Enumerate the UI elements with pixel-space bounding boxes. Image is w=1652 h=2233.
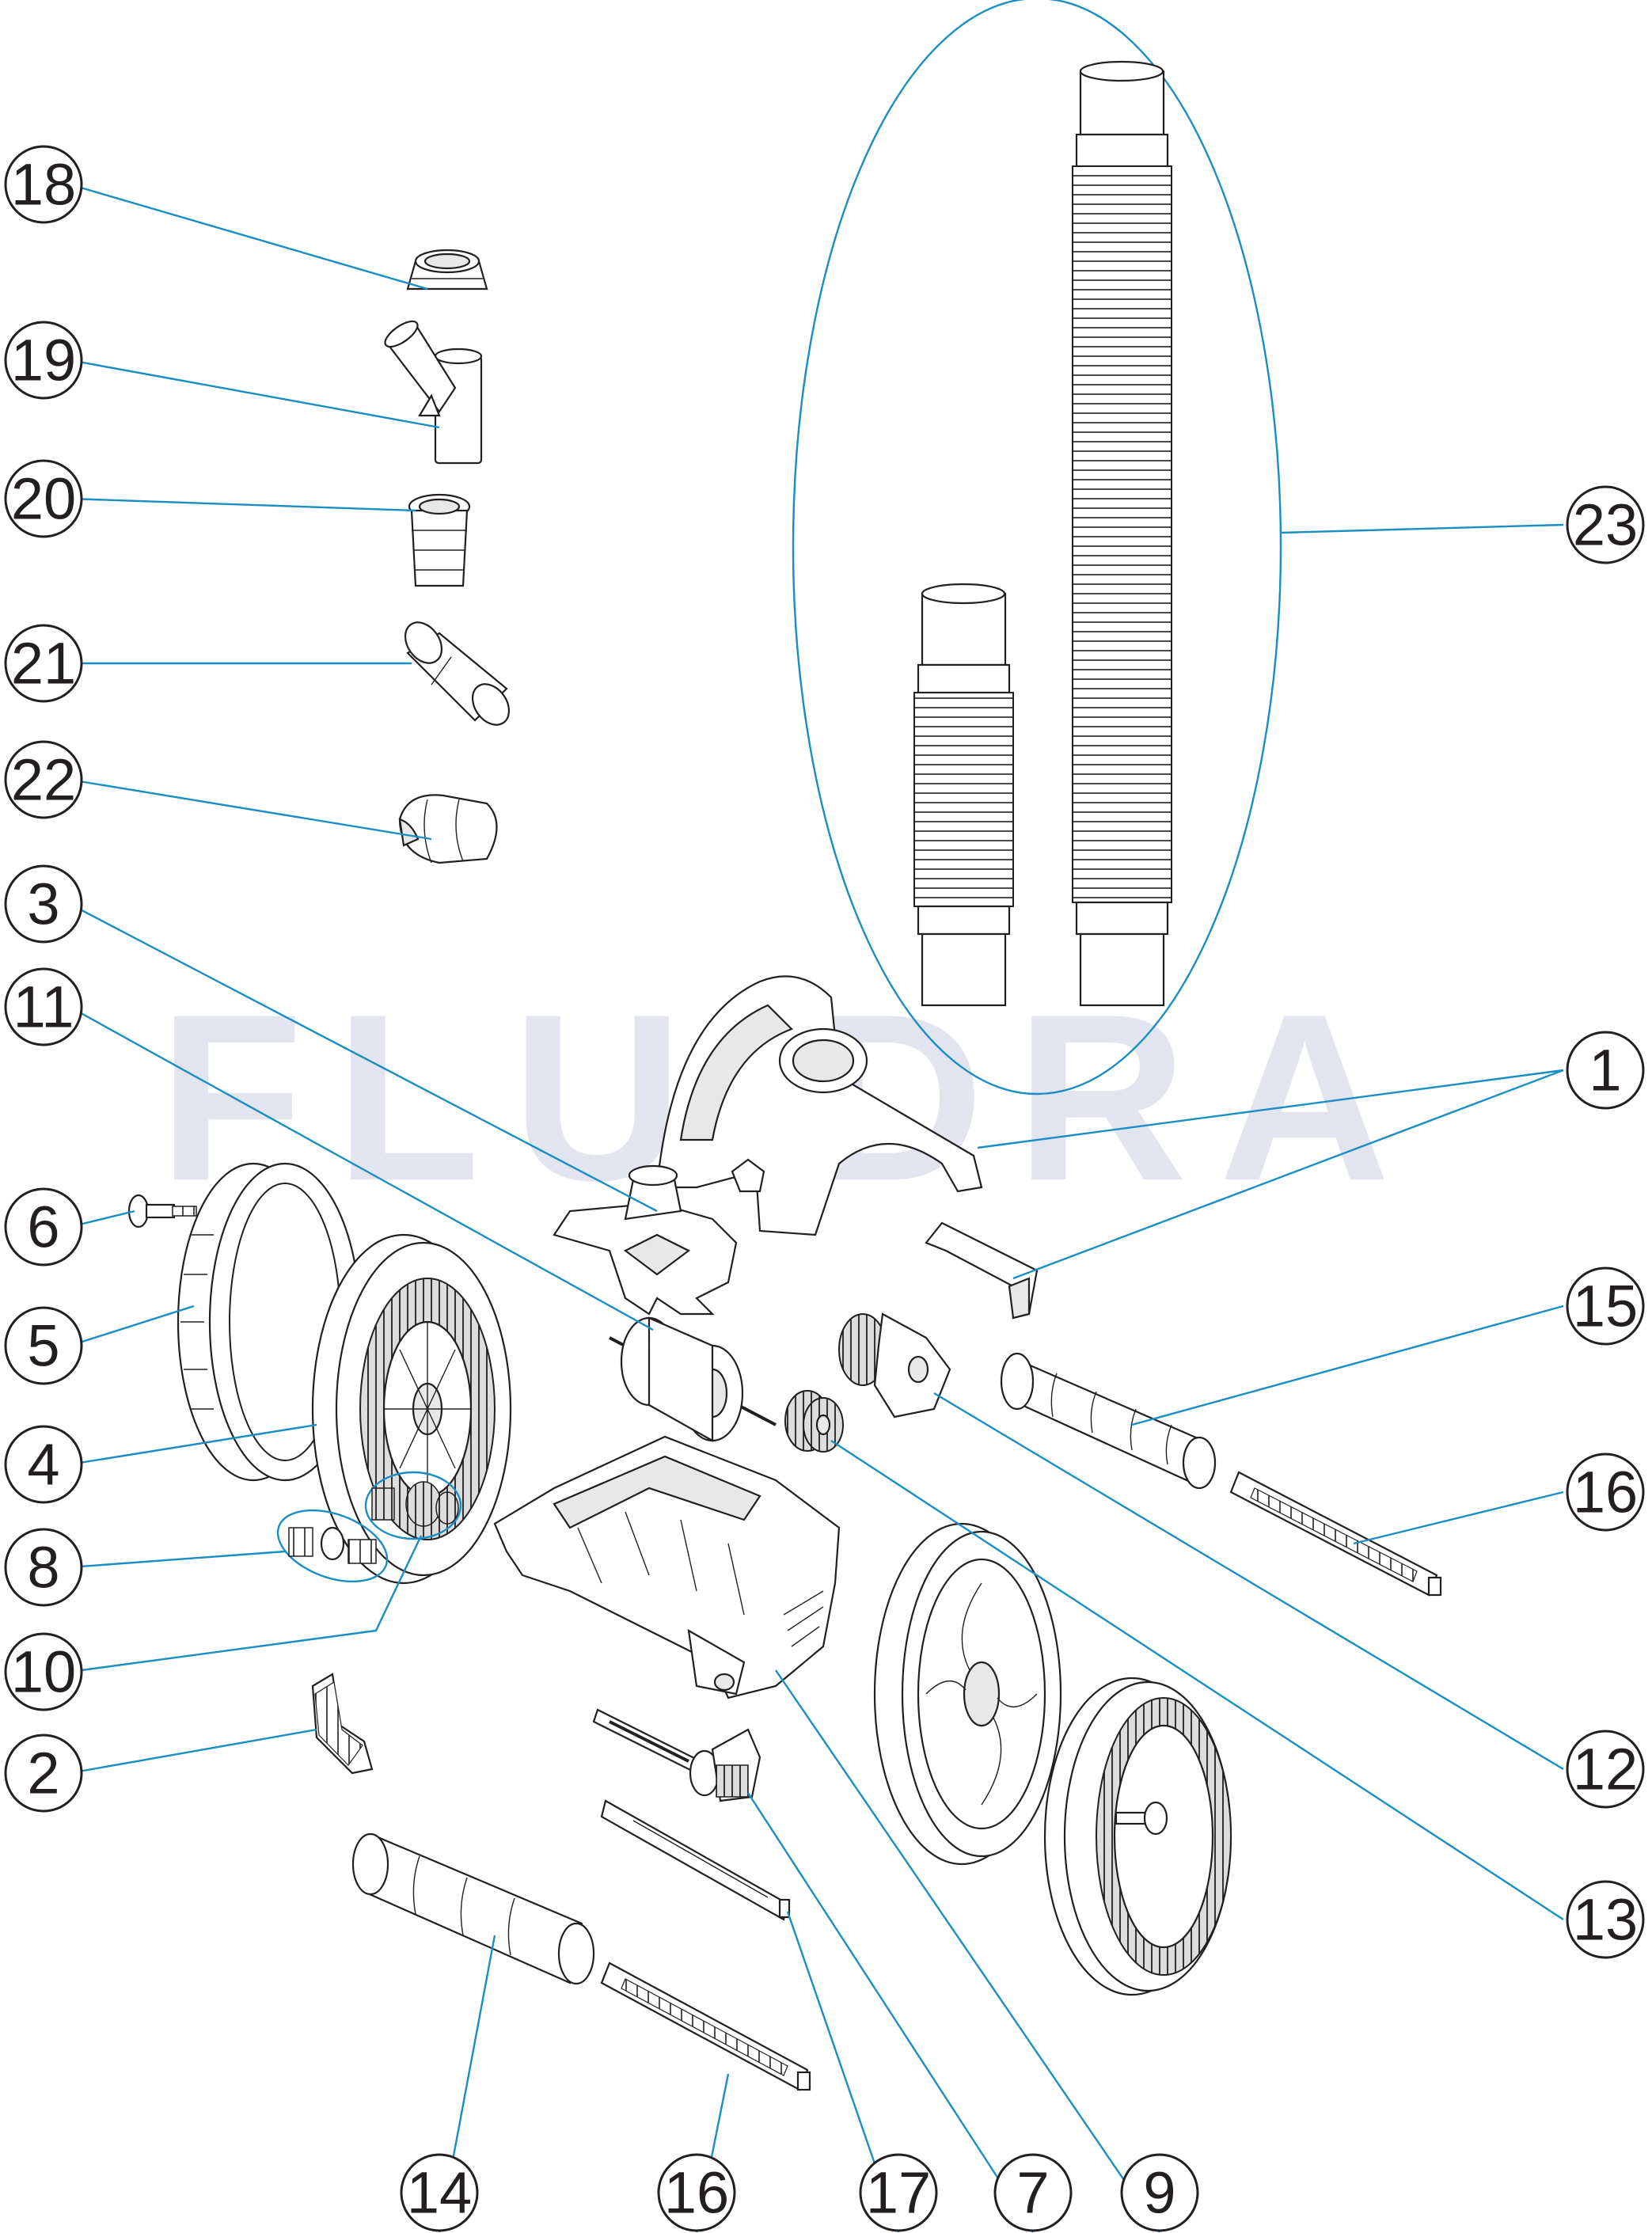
callout-5-label: 5 xyxy=(27,1313,59,1379)
side-wheel-tyre xyxy=(1043,1677,1232,1996)
part-6-axle-pin xyxy=(127,1194,197,1229)
callout-5: 5 xyxy=(4,1306,83,1385)
callout-17: 17 xyxy=(859,2153,938,2232)
part-1-top-cover xyxy=(655,975,983,1236)
callout-16-right: 16 xyxy=(1566,1453,1645,1532)
callout-13-label: 13 xyxy=(1573,1887,1638,1953)
callout-16-bottom: 16 xyxy=(657,2153,736,2232)
part-15-roller xyxy=(1000,1352,1217,1490)
callout-14: 14 xyxy=(400,2153,479,2232)
part-7-chassis xyxy=(493,1435,841,1699)
callout-20: 20 xyxy=(4,459,83,538)
part-2-flap xyxy=(311,1673,374,1775)
callout-22: 22 xyxy=(4,740,83,819)
callout-19-label: 19 xyxy=(11,328,76,393)
callout-11: 11 xyxy=(4,967,83,1046)
callout-12: 12 xyxy=(1566,1730,1645,1809)
callout-12-label: 12 xyxy=(1573,1737,1638,1802)
callout-3: 3 xyxy=(4,864,83,944)
part-1-bracket xyxy=(925,1221,1039,1320)
part-3-intake-housing xyxy=(553,1164,738,1316)
callout-23: 23 xyxy=(1566,485,1645,564)
part-16-brush-bar xyxy=(1229,1471,1442,1597)
callout-18: 18 xyxy=(4,145,83,224)
part-9-drive-axle xyxy=(592,1708,761,1802)
side-wheel-hub xyxy=(873,1522,1062,1866)
part-19-y-connector xyxy=(384,320,483,465)
part-4-wheel-gear xyxy=(311,1233,512,1585)
callout-2: 2 xyxy=(4,1734,83,1813)
callout-20-label: 20 xyxy=(11,466,76,532)
callout-7-label: 7 xyxy=(1016,2160,1049,2226)
part-23-hoses xyxy=(792,0,1282,1095)
part-14-roller xyxy=(351,1832,595,1985)
callout-16-right-label: 16 xyxy=(1573,1460,1638,1525)
callout-17-label: 17 xyxy=(866,2160,931,2226)
callout-1: 1 xyxy=(1566,1031,1645,1110)
part-11-turbine xyxy=(609,1316,777,1442)
part-20-adapter xyxy=(408,493,471,587)
leader-lines xyxy=(69,183,1564,2233)
part-10-gears xyxy=(364,1471,462,1540)
callout-9-label: 9 xyxy=(1143,2160,1175,2226)
callout-19: 19 xyxy=(4,321,83,400)
callout-16-bottom-label: 16 xyxy=(664,2160,729,2226)
callout-6-label: 6 xyxy=(27,1194,59,1260)
callout-3-label: 3 xyxy=(27,872,59,937)
part-13-gear xyxy=(784,1390,844,1453)
callout-22-label: 22 xyxy=(11,747,76,813)
callout-10-label: 10 xyxy=(11,1639,76,1705)
callout-1-label: 1 xyxy=(1589,1038,1621,1103)
part-8-gear-set xyxy=(276,1509,389,1583)
callout-15-label: 15 xyxy=(1573,1274,1638,1339)
part-17-link-bar xyxy=(600,1799,791,1921)
part-22-clip xyxy=(398,794,498,864)
part-16-brush-bar-lower xyxy=(600,1961,811,2091)
callout-21-label: 21 xyxy=(11,631,76,697)
callout-18-label: 18 xyxy=(11,152,76,218)
callout-4-label: 4 xyxy=(27,1432,59,1498)
part-18-nut xyxy=(406,249,488,291)
callout-8: 8 xyxy=(4,1528,83,1607)
callout-7: 7 xyxy=(993,2153,1073,2232)
part-12-drive-gear xyxy=(838,1312,951,1418)
callout-14-label: 14 xyxy=(407,2160,472,2226)
callout-15: 15 xyxy=(1566,1267,1645,1346)
callout-23-label: 23 xyxy=(1573,492,1638,558)
callout-8-label: 8 xyxy=(27,1535,59,1601)
callout-4: 4 xyxy=(4,1425,83,1504)
callout-10: 10 xyxy=(4,1632,83,1711)
callout-6: 6 xyxy=(4,1187,83,1267)
callout-21: 21 xyxy=(4,624,83,703)
part-21-coupling xyxy=(404,621,511,726)
callout-9: 9 xyxy=(1120,2153,1199,2232)
callout-13: 13 xyxy=(1566,1880,1645,1959)
callout-2-label: 2 xyxy=(27,1741,59,1806)
callout-11-label: 11 xyxy=(13,974,74,1040)
